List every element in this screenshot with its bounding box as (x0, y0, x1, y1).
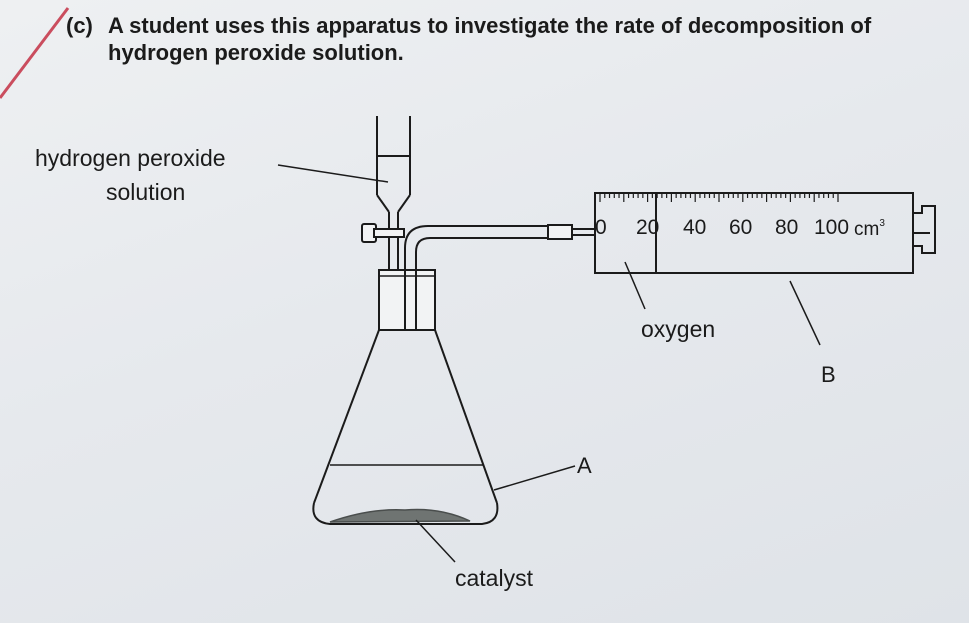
question-line-1: A student uses this apparatus to investi… (108, 13, 872, 38)
scale-label-0: 0 (595, 216, 607, 239)
question-line-2: hydrogen peroxide solution. (108, 40, 404, 65)
scale-unit-power: 3 (879, 218, 885, 229)
conical-flask (312, 329, 499, 525)
label-oxygen: oxygen (641, 316, 716, 342)
scale-unit: cm3 (854, 218, 885, 241)
scale-label-100: 100 (814, 216, 850, 239)
scale-label-80: 80 (775, 216, 799, 239)
rubber-bung (378, 269, 436, 331)
scale-label-40: 40 (683, 216, 707, 239)
scale-unit-text: cm (854, 219, 880, 240)
leader-lines (277, 164, 821, 563)
label-catalyst: catalyst (455, 565, 533, 591)
question-part: (c) (66, 13, 93, 38)
catalyst-pile (329, 508, 471, 523)
syringe-scale-ticks (599, 193, 839, 202)
margin-line (0, 7, 70, 99)
label-a: A (577, 453, 592, 478)
scale-label-60: 60 (729, 216, 753, 239)
delivery-tube (404, 224, 595, 330)
label-hydrogen-peroxide: hydrogen peroxide (35, 145, 226, 171)
label-solution: solution (106, 179, 186, 205)
question-text: (c) A student uses this apparatus to inve… (66, 12, 966, 66)
gas-syringe (594, 192, 936, 274)
label-b: B (821, 362, 836, 387)
scale-label-20: 20 (636, 216, 660, 239)
funnel-tap (361, 223, 405, 243)
